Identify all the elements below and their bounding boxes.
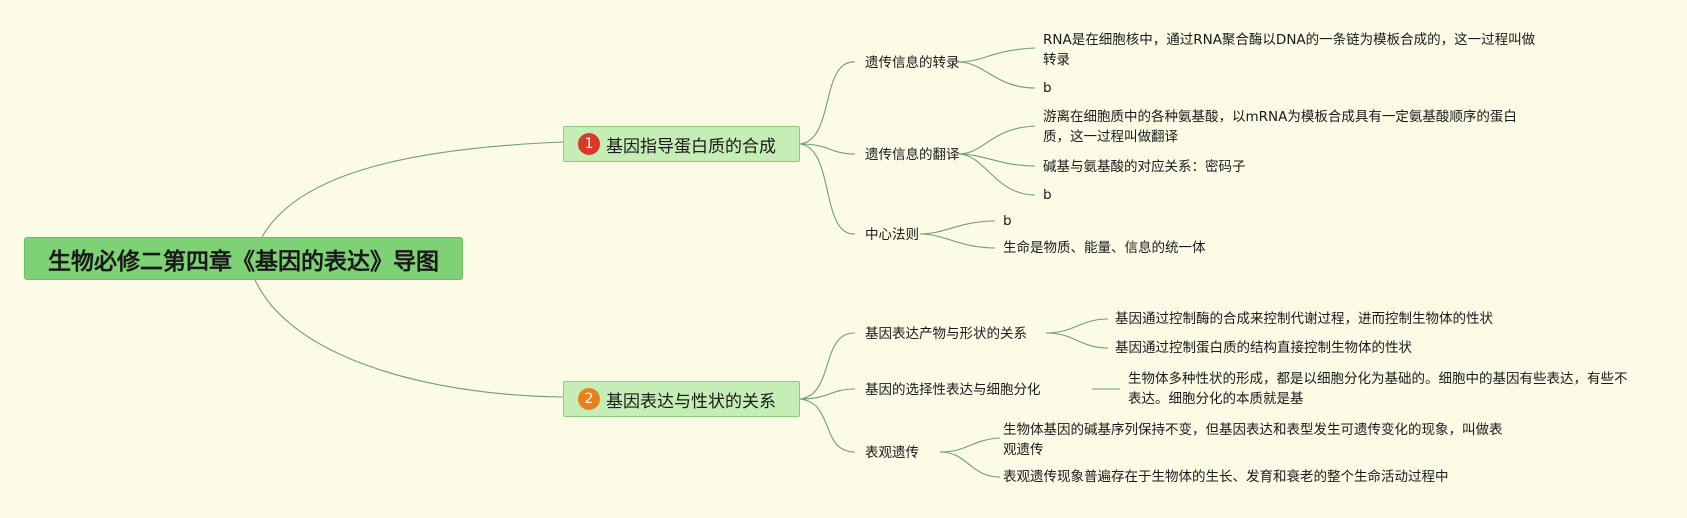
leaf-protein-structure-control[interactable]: 基因通过控制蛋白质的结构直接控制生物体的性状 xyxy=(1115,340,1412,356)
connector-root-branch-2 xyxy=(254,279,564,398)
number-badge-icon: 2 xyxy=(578,388,600,410)
connector-b2-sub-1 xyxy=(799,332,856,400)
root-topic-title: 生物必修二第四章《基因的表达》导图 xyxy=(48,248,439,275)
connector-b1-sub-2 xyxy=(799,143,856,155)
connector-s13-leaf-2 xyxy=(919,233,996,249)
number-badge-icon: 1 xyxy=(578,133,600,155)
connector-b2-sub-2 xyxy=(799,388,856,400)
connector-s23-leaf-2 xyxy=(939,451,1001,478)
subtopic-selective-expression[interactable]: 基因的选择性表达与细胞分化 xyxy=(865,382,1041,398)
connector-s12-leaf-1 xyxy=(957,125,1036,155)
connector-s12-leaf-3 xyxy=(957,153,1036,196)
leaf-translation-b[interactable]: b xyxy=(1043,187,1052,203)
leaf-translation-definition[interactable]: 游离在细胞质中的各种氨基酸，以mRNA为模板合成具有一定氨基酸顺序的蛋白质，这一… xyxy=(1043,109,1517,145)
branch-label: 基因指导蛋白质的合成 xyxy=(606,136,776,157)
connector-s11-leaf-1 xyxy=(957,47,1036,63)
subtopic-product-trait-relation[interactable]: 基因表达产物与形状的关系 xyxy=(865,326,1027,342)
branch-label: 基因表达与性状的关系 xyxy=(606,391,776,412)
leaf-transcription-definition[interactable]: RNA是在细胞核中，通过RNA聚合酶以DNA的一条链为模板合成的，这一过程叫做转… xyxy=(1043,32,1536,68)
branch-protein-synthesis[interactable]: 1 基因指导蛋白质的合成 xyxy=(563,126,800,162)
subtopic-transcription[interactable]: 遗传信息的转录 xyxy=(865,55,960,71)
connector-s11-leaf-2 xyxy=(957,61,1036,89)
leaf-unity-of-life[interactable]: 生命是物质、能量、信息的统一体 xyxy=(1003,240,1206,256)
subtopic-central-dogma[interactable]: 中心法则 xyxy=(865,227,919,243)
connector-s12-leaf-2 xyxy=(957,153,1036,167)
leaf-cell-differentiation[interactable]: 生物体多种性状的形成，都是以细胞分化为基础的。细胞中的基因有些表达，有些不表达。… xyxy=(1128,371,1628,407)
subtopic-translation[interactable]: 遗传信息的翻译 xyxy=(865,147,960,163)
leaf-enzyme-control[interactable]: 基因通过控制酶的合成来控制代谢过程，进而控制生物体的性状 xyxy=(1115,311,1493,327)
branch-gene-expression-traits[interactable]: 2 基因表达与性状的关系 xyxy=(563,381,800,417)
connector-b1-sub-1 xyxy=(799,61,856,145)
leaf-transcription-b[interactable]: b xyxy=(1043,80,1052,96)
connector-root-branch-1 xyxy=(261,141,564,238)
root-topic[interactable]: 生物必修二第四章《基因的表达》导图 xyxy=(24,237,463,280)
connector-s21-leaf-2 xyxy=(1045,332,1109,349)
connector-s21-leaf-1 xyxy=(1045,318,1109,334)
leaf-epigenetics-prevalence[interactable]: 表观遗传现象普遍存在于生物体的生长、发育和衰老的整个生命活动过程中 xyxy=(1003,469,1449,485)
leaf-epigenetics-definition[interactable]: 生物体基因的碱基序列保持不变，但基因表达和表型发生可遗传变化的现象，叫做表观遗传 xyxy=(1003,422,1503,458)
subtopic-epigenetics[interactable]: 表观遗传 xyxy=(865,445,919,461)
leaf-codon-relation[interactable]: 碱基与氨基酸的对应关系：密码子 xyxy=(1043,159,1246,175)
connector-s13-leaf-1 xyxy=(919,220,996,235)
leaf-central-dogma-b[interactable]: b xyxy=(1003,213,1012,229)
connector-b1-sub-3 xyxy=(799,143,856,235)
connector-s23-leaf-1 xyxy=(939,437,1001,453)
connector-b2-sub-3 xyxy=(799,398,856,453)
